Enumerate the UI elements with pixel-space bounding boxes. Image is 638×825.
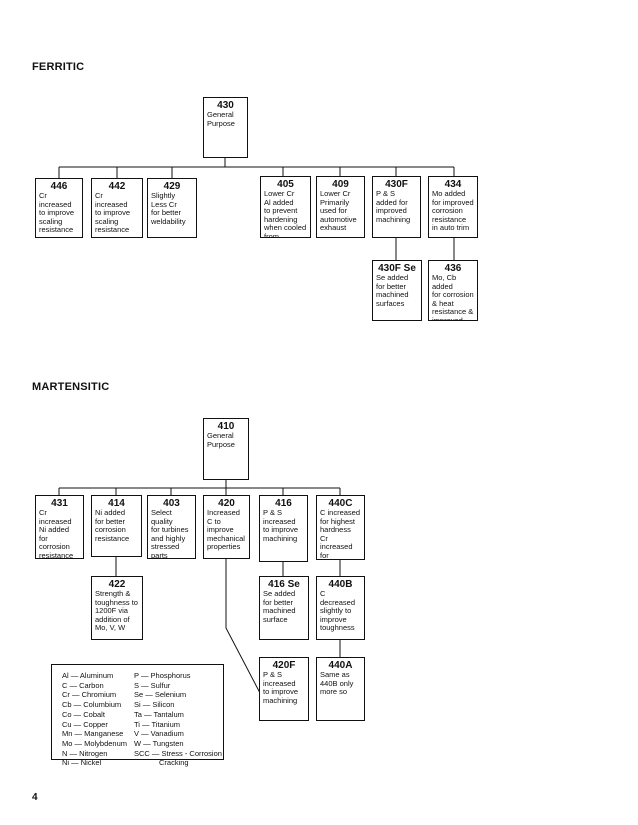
grade-description: Increased C to improve mechanical proper…: [207, 508, 245, 552]
grade-number: 430F Se: [378, 263, 416, 274]
grade-430-box: 430 General Purpose: [203, 97, 248, 158]
grade-description: Strength & toughness to 1200F via additi…: [95, 589, 138, 633]
grade-description: Mo, Cb added for corrosion & heat resist…: [432, 273, 474, 321]
grade-420-box: 420 Increased C to improve mechanical pr…: [203, 495, 250, 559]
grade-414-box: 414 Ni added for better corrosion resist…: [91, 495, 142, 557]
grade-434-box: 434 Mo added for improved corrosion resi…: [428, 176, 478, 238]
grade-number: 430F: [385, 179, 408, 190]
grade-442-box: 442 Cr increased to improve scaling resi…: [91, 178, 143, 238]
grade-description: Se added for better machined surfaces: [376, 273, 409, 308]
grade-431-box: 431 Cr increased Ni added for corrosion …: [35, 495, 84, 559]
grade-description: Cr increased to improve scaling resistan…: [95, 191, 131, 235]
grade-number: 422: [108, 579, 126, 590]
grade-number: 429: [163, 181, 181, 192]
grade-number: 416 Se: [268, 579, 300, 590]
grade-number: 440B: [328, 579, 353, 590]
grade-description: Select quality for turbines and highly s…: [151, 508, 189, 559]
grade-number: 440A: [328, 660, 353, 671]
grade-number: 434: [444, 179, 462, 190]
grade-description: Slightly Less Cr for better weldability: [151, 191, 186, 226]
grade-number: 436: [444, 263, 462, 274]
grade-description: Cr increased to improve scaling resistan…: [39, 191, 75, 235]
grade-number: 420F: [272, 660, 296, 671]
grade-description: Cr increased Ni added for corrosion resi…: [39, 508, 74, 559]
legend-right-column: P — Phosphorus S — Sulfur Se — Selenium …: [134, 671, 222, 768]
grade-number: 416: [275, 498, 292, 509]
grade-description: P & S increased to improve machining: [263, 670, 299, 705]
grade-403-box: 403 Select quality for turbines and high…: [147, 495, 196, 559]
grade-440b-box: 440B C decreased slightly to improve tou…: [316, 576, 365, 640]
page-number: 4: [32, 792, 38, 803]
grade-416se-box: 416 Se Se added for better machined surf…: [259, 576, 309, 640]
grade-description: Lower Cr Primarily used for automotive e…: [320, 189, 357, 233]
grade-number: 431: [51, 498, 68, 509]
grade-436-box: 436 Mo, Cb added for corrosion & heat re…: [428, 260, 478, 321]
element-legend: Al — Aluminum C — Carbon Cr — Chromium C…: [51, 664, 224, 767]
grade-429-box: 429 Slightly Less Cr for better weldabil…: [147, 178, 197, 238]
grade-405-box: 405 Lower Cr Al added to prevent hardeni…: [260, 176, 311, 238]
grade-description: General Purpose: [207, 110, 235, 128]
grade-description: Lower Cr Al added to prevent hardening w…: [264, 189, 307, 238]
grade-number: 409: [332, 179, 349, 190]
grade-number: 420: [218, 498, 235, 509]
grade-description: P & S added for improved machining: [376, 189, 411, 224]
grade-430fse-box: 430F Se Se added for better machined sur…: [372, 260, 422, 321]
grade-430f-box: 430F P & S added for improved machining: [372, 176, 421, 238]
ferritic-title: FERRITIC: [32, 61, 85, 73]
grade-number: 430: [217, 100, 234, 111]
martensitic-title: MARTENSITIC: [32, 381, 110, 393]
grade-410-box: 410 General Purpose: [203, 418, 249, 480]
grade-description: C decreased slightly to improve toughnes…: [320, 589, 356, 633]
grade-440c-box: 440C C increased for highest hardness Cr…: [316, 495, 365, 560]
grade-description: P & S increased to improve machining: [263, 508, 299, 543]
grade-number: 440C: [328, 498, 353, 509]
grade-number: 446: [50, 181, 68, 192]
grade-446-box: 446 Cr increased to improve scaling resi…: [35, 178, 83, 238]
grade-number: 442: [108, 181, 126, 192]
grade-description: Se added for better machined surface: [263, 589, 296, 624]
grade-420f-box: 420F P & S increased to improve machinin…: [259, 657, 309, 721]
grade-number: 403: [163, 498, 180, 509]
grade-number: 405: [277, 179, 294, 190]
grade-description: C increased for highest hardness Cr incr…: [320, 508, 361, 560]
grade-440a-box: 440A Same as 440B only more so: [316, 657, 365, 721]
grade-422-box: 422 Strength & toughness to 1200F via ad…: [91, 576, 143, 640]
grade-description: Mo added for improved corrosion resistan…: [432, 189, 474, 233]
grade-number: 414: [108, 498, 125, 509]
grade-number: 410: [217, 421, 235, 432]
grade-description: General Purpose: [207, 431, 235, 449]
grade-description: Same as 440B only more so: [320, 670, 354, 697]
grade-409-box: 409 Lower Cr Primarily used for automoti…: [316, 176, 365, 238]
legend-left-column: Al — Aluminum C — Carbon Cr — Chromium C…: [62, 671, 128, 768]
grade-description: Ni added for better corrosion resistance: [95, 508, 130, 543]
grade-416-box: 416 P & S increased to improve machining: [259, 495, 308, 562]
